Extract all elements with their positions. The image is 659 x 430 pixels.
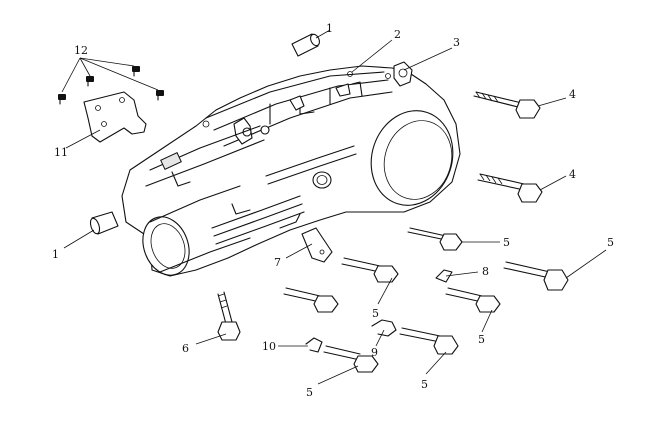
bracket-7 — [301, 227, 333, 263]
label-4-upper: 4 — [569, 88, 576, 101]
label-5-g: 5 — [306, 386, 313, 399]
bracket-plate — [83, 91, 147, 143]
label-6: 6 — [182, 342, 189, 355]
callout-labels: 1 2 3 4 4 5 5 5 5 5 5 6 7 8 9 10 11 12 1 — [52, 22, 614, 399]
long-bolt-4-upper — [473, 91, 541, 119]
bolt-5-a — [407, 227, 463, 251]
label-12: 12 — [74, 44, 88, 57]
label-5-a: 5 — [503, 236, 510, 249]
label-2: 2 — [394, 28, 401, 41]
label-5-b: 5 — [607, 236, 614, 249]
label-11: 11 — [54, 146, 68, 159]
clip-10 — [305, 337, 323, 353]
bolt-5-g — [323, 345, 379, 373]
label-1-top: 1 — [326, 22, 333, 35]
leader-lines — [61, 29, 607, 385]
screw-12c — [132, 66, 140, 77]
label-8: 8 — [482, 265, 489, 278]
label-7: 7 — [274, 256, 281, 269]
label-5-e: 5 — [478, 333, 485, 346]
label-5-f: 5 — [421, 378, 428, 391]
label-5-c: 5 — [372, 307, 379, 320]
bolt-5-b — [503, 261, 569, 291]
screw-12b — [86, 76, 94, 87]
bolt-5-d — [283, 287, 339, 313]
clip-9 — [371, 319, 397, 337]
long-bolt-4-lower — [477, 173, 543, 203]
clip-8 — [435, 269, 453, 283]
crankcase-cover — [121, 61, 461, 277]
stud-bolt-6 — [217, 291, 241, 341]
bolt-5-f — [399, 327, 459, 355]
bolt-5-e — [445, 287, 501, 313]
screw-12a — [58, 94, 66, 105]
label-3: 3 — [453, 36, 460, 49]
dowel-sleeve-left — [89, 211, 119, 235]
dowel-sleeve-top — [291, 33, 321, 57]
label-4-lower: 4 — [569, 168, 576, 181]
label-9: 9 — [371, 346, 378, 359]
screw-12d — [156, 90, 164, 101]
label-1-left: 1 — [52, 248, 59, 261]
bolt-5-c — [341, 257, 399, 283]
label-10: 10 — [262, 340, 276, 353]
